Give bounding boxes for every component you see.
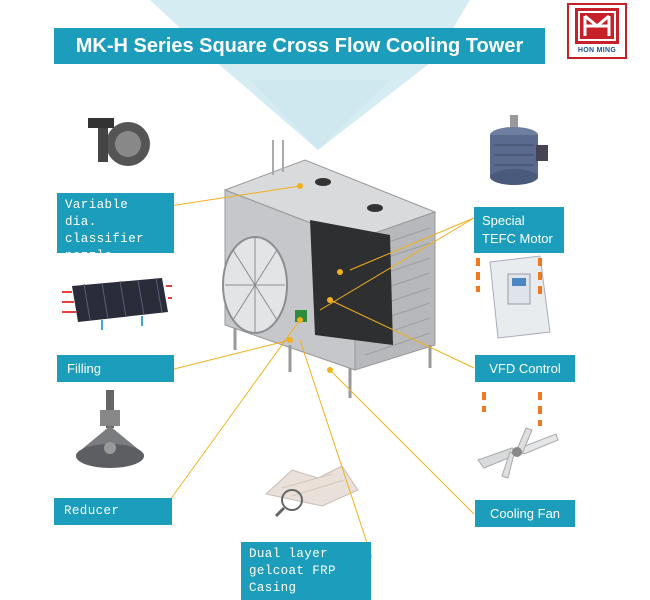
filling-picture	[62, 277, 172, 330]
nozzle-picture	[88, 118, 150, 166]
label-motor: Special TEFC Motor	[474, 207, 564, 253]
label-nozzle-line-3: nozzle	[65, 249, 113, 263]
casing-picture	[264, 465, 359, 518]
fan-picture	[477, 427, 559, 479]
label-nozzle-line-1: Variable dia.	[65, 198, 129, 229]
label-casing-line-1: Dual layer	[249, 547, 329, 561]
label-reducer: Reducer	[54, 498, 172, 525]
label-vfd: VFD Control	[475, 355, 575, 382]
logo-text: HON MING	[577, 47, 617, 54]
company-logo: HON MING	[567, 3, 627, 59]
label-casing-line-3: Casing	[249, 581, 297, 595]
motor-picture	[490, 115, 548, 185]
label-filling: Filling	[57, 355, 174, 382]
logo-emblem	[575, 8, 619, 44]
label-motor-line-1: Special	[482, 213, 525, 228]
label-motor-line-2: TEFC Motor	[482, 231, 553, 246]
cooling-tower-illustration	[222, 140, 437, 398]
label-casing-line-2: gelcoat FRP	[249, 564, 336, 578]
label-casing: Dual layer gelcoat FRP Casing	[241, 542, 371, 600]
page-title: MK-H Series Square Cross Flow Cooling To…	[54, 28, 545, 64]
vfd-picture	[489, 255, 551, 339]
label-nozzle: Variable dia. classifier nozzle	[57, 193, 174, 263]
label-fan: Cooling Fan	[475, 500, 575, 527]
logo-h-icon	[578, 11, 616, 41]
reducer-picture	[76, 390, 144, 468]
label-nozzle-line-2: classifier	[65, 232, 145, 246]
